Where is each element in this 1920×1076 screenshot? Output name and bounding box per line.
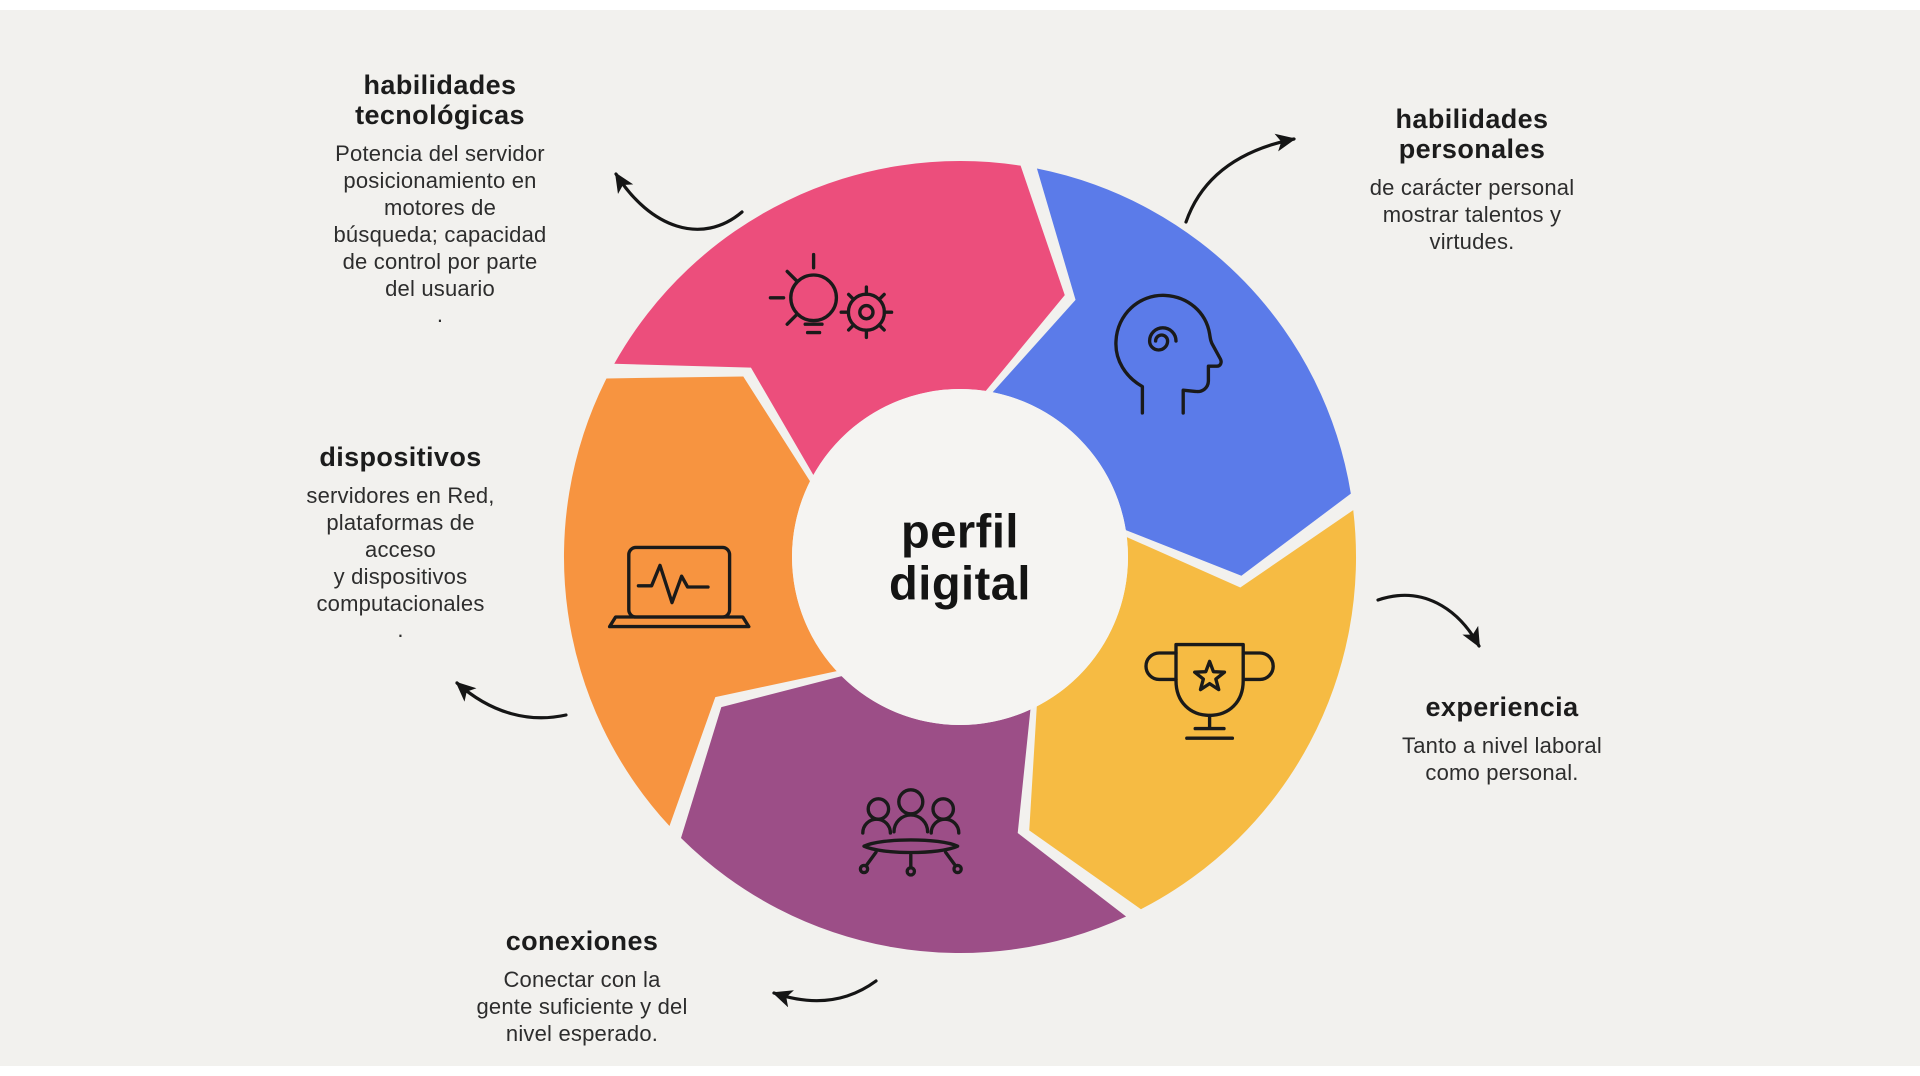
arrow-habilidades-tecnologicas xyxy=(614,172,744,231)
center-circle xyxy=(792,389,1128,725)
segment-description: servidores en Red, plataformas de acceso… xyxy=(306,483,495,643)
segment-title: habilidades personales xyxy=(1395,104,1549,165)
trophy-icon xyxy=(1144,642,1275,740)
head-spiral-icon xyxy=(1114,293,1223,415)
segment-title: habilidades tecnológicas xyxy=(355,70,525,131)
arrow-habilidades-personales xyxy=(1184,133,1296,224)
segment-conexiones xyxy=(681,676,1127,954)
connector-arrows xyxy=(455,133,1481,1008)
segment-dispositivos xyxy=(563,376,837,827)
label-dispositivos: dispositivos servidores en Red, platafor… xyxy=(248,442,553,644)
segment-habilidades-personales xyxy=(992,168,1351,576)
segment-title: dispositivos xyxy=(319,442,482,472)
label-habilidades-tecnologicas: habilidades tecnológicas Potencia del se… xyxy=(285,70,595,329)
segment-description: Conectar con la gente suficiente y del n… xyxy=(476,967,688,1046)
segment-title: experiencia xyxy=(1425,692,1579,722)
label-habilidades-personales: habilidades personales de carácter perso… xyxy=(1322,104,1622,256)
segment-description: de carácter personal mostrar talentos y … xyxy=(1369,175,1575,255)
segment-description: Potencia del servidor posicionamiento en… xyxy=(333,141,547,328)
people-meeting-icon xyxy=(858,788,963,877)
arrow-experiencia xyxy=(1376,593,1481,648)
segment-title: conexiones xyxy=(505,926,659,956)
arrow-conexiones xyxy=(772,979,878,1008)
segment-description: Tanto a nivel laboral como personal. xyxy=(1402,733,1602,786)
diagram-center-title: perfil digital xyxy=(889,504,1031,609)
arrow-dispositivos xyxy=(455,681,568,720)
label-experiencia: experiencia Tanto a nivel laboral como p… xyxy=(1352,692,1652,787)
segment-habilidades-tecnologicas xyxy=(614,161,1065,476)
label-conexiones: conexiones Conectar con la gente suficie… xyxy=(432,926,732,1048)
lightbulb-gear-icon xyxy=(768,252,894,340)
laptop-pulse-icon xyxy=(607,545,751,629)
